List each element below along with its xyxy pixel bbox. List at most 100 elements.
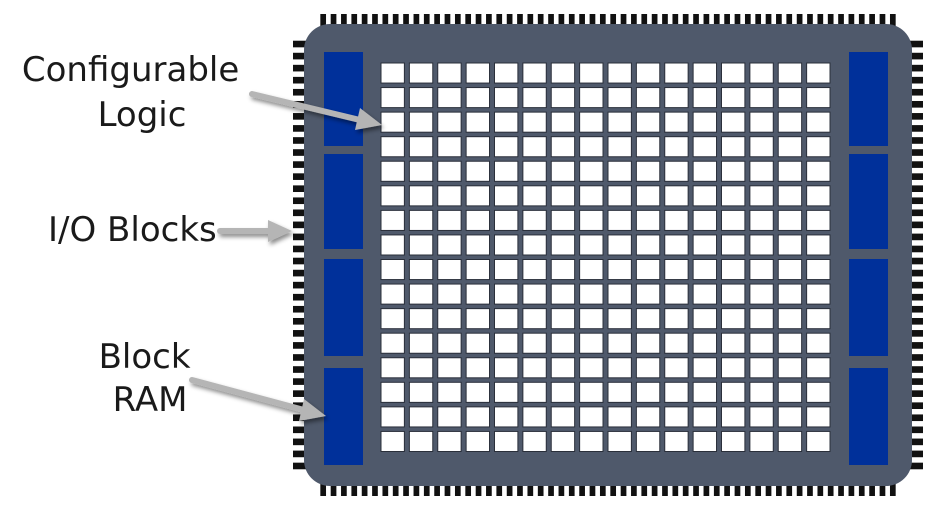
left-pin <box>293 209 308 217</box>
bottom-pin <box>724 482 730 496</box>
logic-cell <box>635 332 661 354</box>
top-pin <box>713 14 720 28</box>
top-pin <box>620 14 627 28</box>
right-pin <box>908 330 923 337</box>
logic-cell <box>721 111 746 133</box>
logic-cell <box>806 308 831 330</box>
logic-cell <box>749 259 774 281</box>
bottom-pin <box>475 482 482 496</box>
bottom-pin <box>434 482 440 496</box>
logic-cell <box>550 430 576 453</box>
bottom-pin <box>579 482 585 496</box>
logic-cell <box>437 430 462 453</box>
bottom-pin <box>631 482 637 496</box>
logic-cell <box>494 332 519 354</box>
top-pin <box>879 14 886 28</box>
top-pin <box>786 14 793 28</box>
bottom-pin <box>382 482 389 496</box>
logic-cell <box>806 160 831 182</box>
logic-cell <box>408 111 434 133</box>
top-pin <box>672 14 679 28</box>
logic-cell <box>749 406 774 428</box>
logic-cell <box>692 332 718 354</box>
logic-cell <box>380 234 405 256</box>
logic-cell <box>579 160 604 182</box>
top-pin <box>341 14 347 28</box>
logic-cell <box>437 136 462 158</box>
bottom-pin <box>589 482 596 496</box>
logic-cell <box>465 234 491 256</box>
logic-cell <box>664 332 689 354</box>
logic-cell <box>408 357 434 379</box>
logic-cell <box>607 406 632 428</box>
logic-cell <box>408 406 434 428</box>
logic-cell <box>777 332 803 354</box>
left-pin <box>293 317 308 325</box>
logic-cell <box>607 357 632 379</box>
left-pin <box>293 149 308 156</box>
bottom-pin <box>423 482 430 496</box>
bottom-pin <box>817 482 824 496</box>
logic-cell <box>380 430 405 453</box>
logic-cell <box>721 430 746 453</box>
block-ram-arrow <box>189 377 326 421</box>
logic-cell <box>550 62 576 84</box>
right-pin <box>908 221 923 229</box>
logic-cell <box>408 136 434 158</box>
logic-cell <box>721 357 746 379</box>
logic-cell <box>664 185 689 207</box>
logic-cell <box>607 185 632 207</box>
block-ram-label: Block RAM <box>99 337 202 420</box>
logic-cell <box>465 209 491 231</box>
logic-cell <box>408 87 434 109</box>
right-pin <box>908 281 923 289</box>
top-pin <box>579 14 585 28</box>
bottom-pin <box>486 482 492 496</box>
right-pin <box>908 76 923 84</box>
top-pin <box>486 14 492 28</box>
top-pin <box>827 14 834 28</box>
configurable-logic-label: Configurable Logic <box>22 50 250 135</box>
right-pin <box>908 100 923 108</box>
left-pin <box>293 221 308 229</box>
logic-cell <box>494 357 519 379</box>
logic-cell <box>806 234 831 256</box>
right-pin <box>908 378 923 385</box>
bottom-pin <box>372 482 378 496</box>
logic-cell <box>749 357 774 379</box>
logic-cell <box>522 136 547 158</box>
bottom-pin <box>537 482 544 496</box>
top-pin <box>392 14 399 28</box>
logic-cell <box>437 406 462 428</box>
logic-cell <box>806 87 831 109</box>
logic-cell <box>522 406 547 428</box>
bottom-pin <box>744 482 751 496</box>
left-pin <box>293 281 308 289</box>
block-ram-left <box>324 259 363 356</box>
logic-cell <box>777 111 803 133</box>
logic-cell <box>408 283 434 305</box>
left-pin <box>293 113 308 120</box>
top-pin <box>651 14 658 28</box>
logic-cell <box>550 209 576 231</box>
top-pin <box>682 14 689 28</box>
left-pin <box>293 293 308 301</box>
right-pin <box>908 197 923 205</box>
logic-cell <box>749 381 774 403</box>
logic-cell <box>579 381 604 403</box>
logic-cell <box>664 136 689 158</box>
logic-cell <box>777 87 803 109</box>
logic-cell <box>465 259 491 281</box>
bottom-pin <box>858 482 865 496</box>
logic-cell <box>749 234 774 256</box>
left-pin <box>293 185 308 193</box>
logic-cell <box>522 381 547 403</box>
right-pin <box>908 233 923 241</box>
top-pin <box>641 14 648 28</box>
left-pin <box>293 52 308 60</box>
logic-cell <box>664 234 689 256</box>
logic-cell <box>380 332 405 354</box>
logic-cell <box>522 209 547 231</box>
top-pin <box>517 14 523 28</box>
